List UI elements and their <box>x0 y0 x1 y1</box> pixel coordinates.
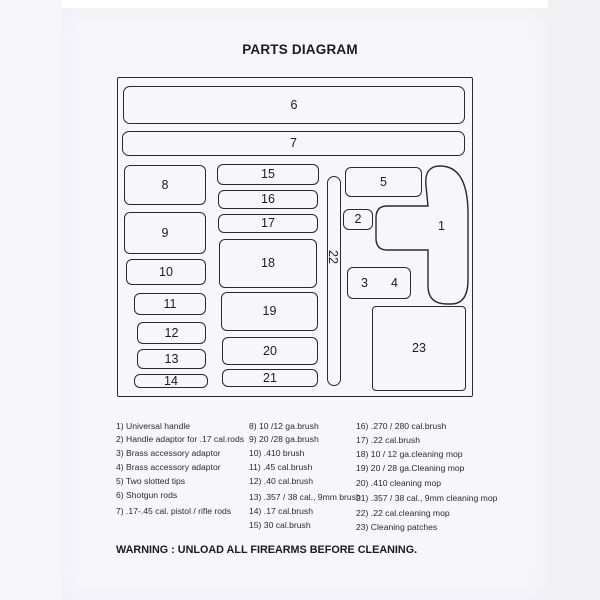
part-8-label: 8 <box>161 177 169 192</box>
warning-text: WARNING : UNLOAD ALL FIREARMS BEFORE CLE… <box>116 544 418 556</box>
part-22-label: 22 <box>325 250 340 264</box>
legend-item: 8) 10 /12 ga.brush <box>249 421 319 431</box>
part-9-label: 9 <box>161 225 169 240</box>
part-22-slot <box>327 176 341 386</box>
legend-item: 4) Brass accessory adaptor <box>116 462 221 472</box>
part-3-4-slot <box>347 267 411 299</box>
part-5-slot: 5 <box>345 167 422 197</box>
legend-item: 6) Shotgun rods <box>116 490 178 500</box>
part-10-slot: 10 <box>126 259 206 285</box>
part-2-slot: 2 <box>343 209 373 230</box>
part-17-label: 17 <box>261 216 275 231</box>
part-6-slot: 6 <box>123 86 465 124</box>
legend-item: 10) .410 brush <box>249 448 305 458</box>
part-11-slot: 11 <box>134 293 206 315</box>
legend-item: 16) .270 / 280 cal.brush <box>356 421 447 431</box>
part-8-slot: 8 <box>124 165 206 205</box>
part-14-slot: 14 <box>134 374 208 388</box>
part-10-label: 10 <box>159 264 173 279</box>
part-18-slot: 18 <box>219 239 317 288</box>
part-13-label: 13 <box>164 351 179 366</box>
legend-item: 3) Brass accessory adaptor <box>116 448 221 458</box>
part-18-label: 18 <box>261 256 275 271</box>
legend-item: 9) 20 /28 ga.brush <box>249 434 319 444</box>
legend-item: 20) .410 cleaning mop <box>356 478 442 488</box>
part-7-slot: 7 <box>122 131 465 156</box>
legend-item: 5) Two slotted tips <box>116 476 186 486</box>
part-1-label: 1 <box>438 219 445 233</box>
part-16-slot: 16 <box>218 190 318 209</box>
part-12-label: 12 <box>164 325 179 340</box>
part-13-slot: 13 <box>137 349 206 369</box>
legend-item: 17) .22 cal.brush <box>356 435 421 445</box>
part-6-label: 6 <box>290 97 298 112</box>
part-16-label: 16 <box>261 192 275 207</box>
part-14-label: 14 <box>164 373 178 388</box>
legend-item: 22) .22 cal.cleaning mop <box>356 508 450 518</box>
part-20-label: 20 <box>263 343 277 358</box>
legend-item: 2) Handle adaptor for .17 cal.rods <box>116 434 245 444</box>
part-19-slot: 19 <box>221 292 318 331</box>
part-11-label: 11 <box>163 296 177 311</box>
legend-item: 1) Universal handle <box>116 421 191 431</box>
background-right <box>548 0 600 600</box>
legend-item: 18) 10 / 12 ga.cleaning mop <box>356 449 463 459</box>
legend-item: 7) .17-.45 cal. pistol / rifle rods <box>116 506 232 516</box>
part-5-label: 5 <box>380 174 387 189</box>
part-19-label: 19 <box>262 304 277 319</box>
legend-item: 12) .40 cal.brush <box>249 476 314 486</box>
background-left <box>0 0 62 600</box>
part-4-label: 4 <box>391 276 398 290</box>
part-7-label: 7 <box>290 136 297 151</box>
part-12-slot: 12 <box>137 322 206 344</box>
part-9-slot: 9 <box>124 212 206 254</box>
page-title: PARTS DIAGRAM <box>242 42 358 57</box>
part-23-slot: 23 <box>372 306 466 391</box>
legend-item: 13) .357 / 38 cal., 9mm brush <box>249 492 361 502</box>
legend-item: 11) .45 cal.brush <box>249 462 313 472</box>
part-21-label: 21 <box>263 370 277 385</box>
part-17-slot: 17 <box>218 214 318 233</box>
legend-item: 21) .357 / 38 cal., 9mm cleaning mop <box>356 493 498 503</box>
legend-item: 23) Cleaning patches <box>356 522 438 532</box>
legend-item: 19) 20 / 28 ga.Cleaning mop <box>356 463 465 473</box>
legend-item: 15) 30 cal.brush <box>249 520 311 530</box>
parts-tray-outline <box>117 77 473 397</box>
part-23-label: 23 <box>412 341 426 356</box>
part-20-slot: 20 <box>222 337 318 365</box>
part-15-label: 15 <box>261 167 275 182</box>
part-2-label: 2 <box>354 212 362 227</box>
part-15-slot: 15 <box>217 164 319 185</box>
part-3-label: 3 <box>361 276 368 290</box>
part-21-slot: 21 <box>222 369 318 387</box>
legend-item: 14) .17 cal.brush <box>249 506 314 516</box>
